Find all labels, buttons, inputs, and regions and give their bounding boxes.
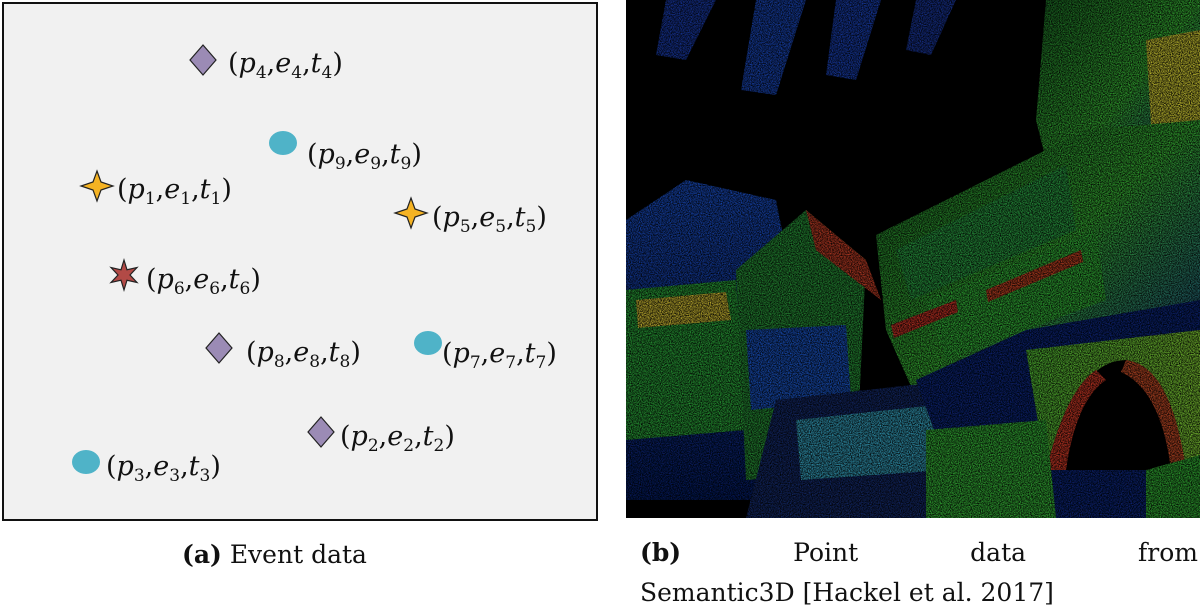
- caption-b-line2: Semantic3D [Hackel et al. 2017]: [640, 578, 1054, 607]
- event-label-4: (p4,e4,t4): [228, 48, 343, 83]
- four-point-star-marker-1: [79, 168, 115, 208]
- six-point-star-marker-6: [106, 257, 142, 297]
- event-label-5: (p5,e5,t5): [432, 202, 547, 237]
- event-label-1: (p1,e1,t1): [117, 174, 232, 209]
- caption-a-text: Event data: [229, 540, 367, 569]
- caption-a-tag: (a): [182, 540, 222, 569]
- point-cloud-image: [626, 0, 1200, 518]
- circle-marker-7: [410, 325, 446, 365]
- event-label-3: (p3,e3,t3): [106, 451, 221, 486]
- caption-b-word-1: Point: [793, 538, 859, 567]
- caption-b-tag: (b): [640, 538, 682, 567]
- event-canvas: [2, 2, 598, 521]
- diamond-marker-2: [303, 414, 339, 454]
- caption-a: (a) Event data: [182, 540, 367, 569]
- caption-b-line1: (b) Point data from: [640, 538, 1198, 567]
- diamond-marker-4: [185, 42, 221, 82]
- circle-marker-9: [265, 125, 301, 165]
- event-label-8: (p8,e8,t8): [246, 337, 361, 372]
- circle-marker-3: [68, 444, 104, 484]
- event-label-6: (p6,e6,t6): [146, 264, 261, 299]
- event-label-2: (p2,e2,t2): [340, 421, 455, 456]
- caption-b-word-2: data: [970, 538, 1027, 567]
- event-label-7: (p7,e7,t7): [442, 338, 557, 373]
- four-point-star-marker-5: [393, 195, 429, 235]
- panel-a-event-diagram: (p4,e4,t4) (p9,e9,t9) (p1,e1,t1) (p5,e5,t5)…: [0, 0, 600, 525]
- caption-b-word-3: from: [1138, 538, 1198, 567]
- diamond-marker-8: [201, 330, 237, 370]
- point-cloud-render: [626, 0, 1200, 518]
- event-label-9: (p9,e9,t9): [307, 139, 422, 174]
